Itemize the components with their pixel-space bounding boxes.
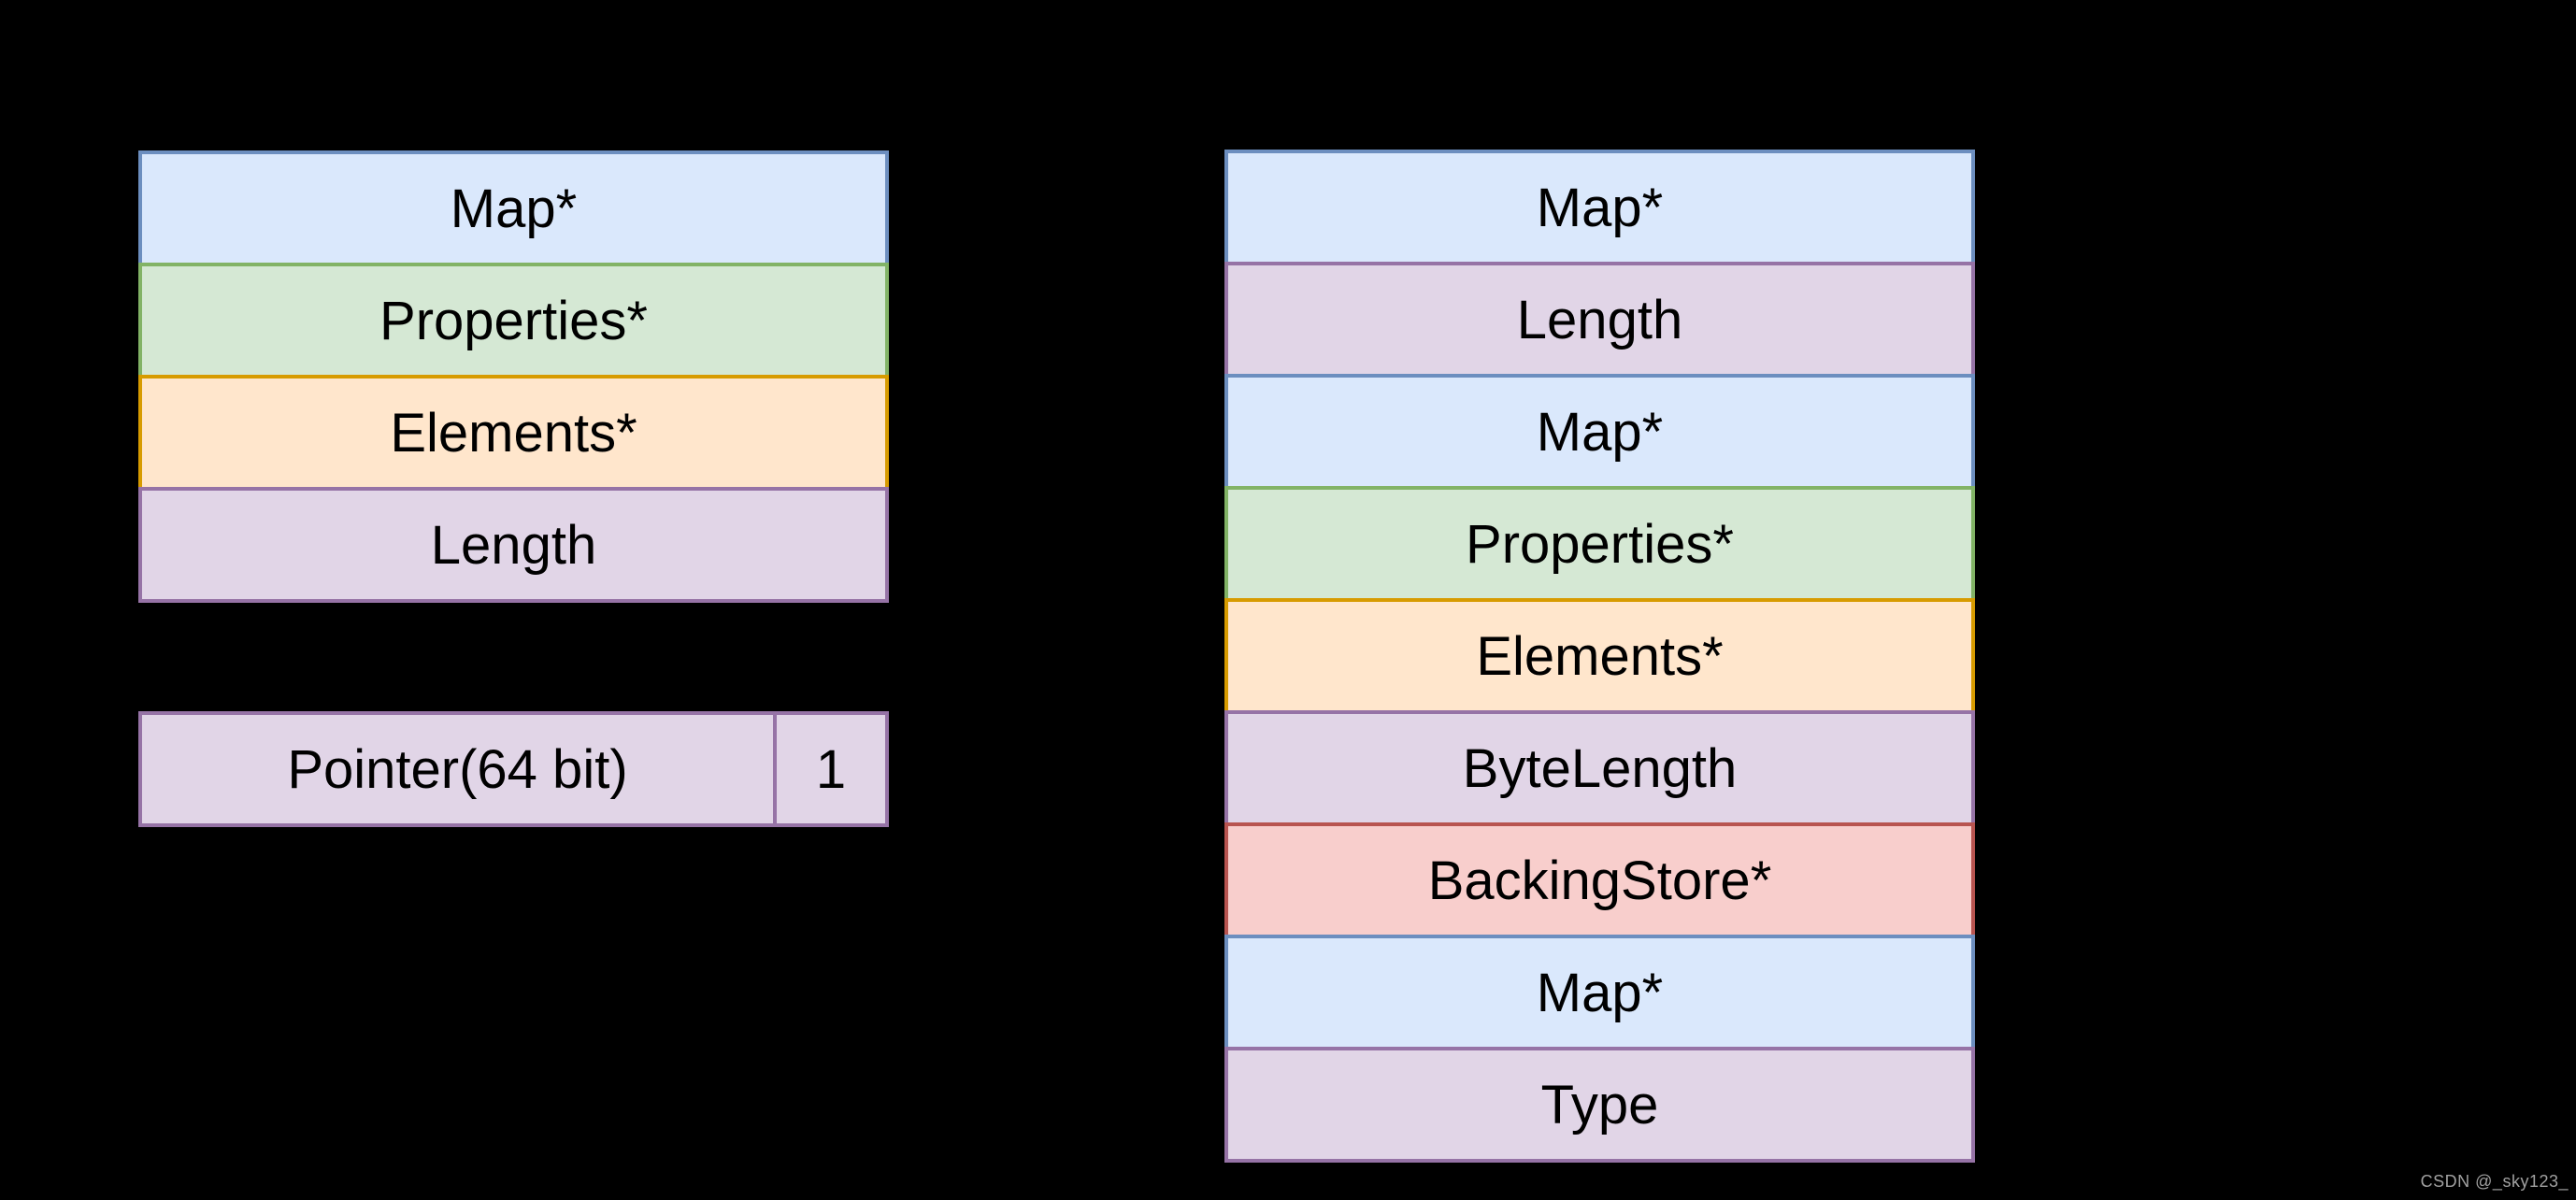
pointer-count-cell: 1	[773, 711, 889, 827]
right-object-layout-table: Map* Length Map* Properties* Elements* B…	[1224, 150, 1975, 1163]
memory-field-row: ByteLength	[1224, 710, 1975, 826]
memory-field-row: Length	[138, 487, 889, 603]
memory-field-row: Map*	[1224, 374, 1975, 490]
pointer-label-cell: Pointer(64 bit)	[138, 711, 777, 827]
memory-field-row: Properties*	[1224, 486, 1975, 602]
watermark: CSDN @_sky123_	[2420, 1172, 2569, 1191]
memory-field-row: Map*	[138, 150, 889, 266]
memory-field-row: Type	[1224, 1047, 1975, 1163]
memory-field-row: Properties*	[138, 263, 889, 379]
memory-field-row: Length	[1224, 262, 1975, 378]
memory-field-row: Map*	[1224, 935, 1975, 1050]
memory-field-row: Map*	[1224, 150, 1975, 265]
memory-field-row: Elements*	[138, 375, 889, 491]
memory-field-row: Elements*	[1224, 598, 1975, 714]
left-object-layout-table: Map* Properties* Elements* Length	[138, 150, 889, 603]
pointer-size-row: Pointer(64 bit) 1	[138, 711, 889, 827]
memory-field-row: BackingStore*	[1224, 822, 1975, 938]
